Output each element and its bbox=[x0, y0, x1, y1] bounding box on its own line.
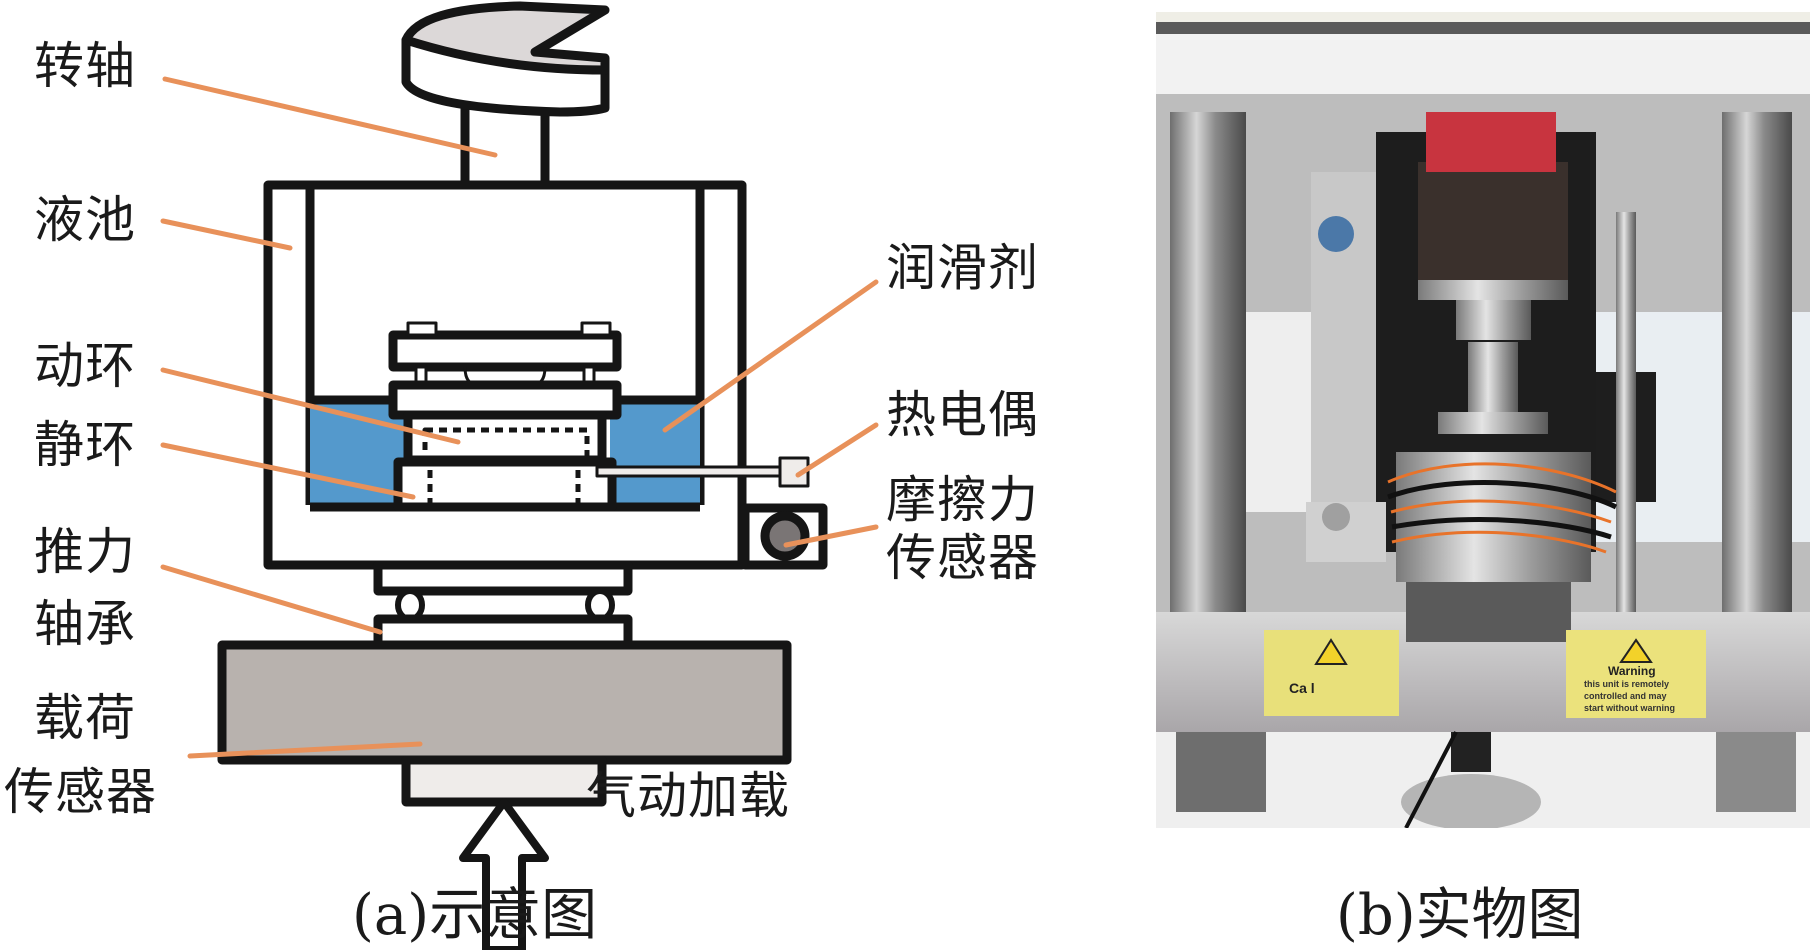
photo-sign-right-line-2: controlled and may bbox=[1584, 691, 1667, 701]
bearing-upper-race bbox=[373, 560, 633, 596]
leader-moving-ring bbox=[160, 367, 461, 445]
label-friction-sensor-1: 摩擦力 bbox=[886, 471, 1039, 529]
photo-guide-rod bbox=[1616, 212, 1636, 632]
photo-sign-right-line-3: start without warning bbox=[1584, 703, 1675, 713]
label-load-sensor-2: 传感器 bbox=[4, 763, 157, 821]
photo-top-rail bbox=[1156, 22, 1810, 34]
photo-flange bbox=[1438, 412, 1548, 434]
photo-coupling bbox=[1456, 300, 1531, 340]
label-thermocouple: 热电偶 bbox=[886, 386, 1039, 444]
schematic-diagram bbox=[160, 1, 879, 950]
photo-black-cables bbox=[1387, 480, 1618, 540]
load-plate bbox=[217, 640, 792, 765]
label-pneumatic-loading: 气动加载 bbox=[586, 767, 790, 825]
photo-thermocouple-wires bbox=[1387, 462, 1617, 554]
photo-hot-surface-icon bbox=[1314, 638, 1348, 665]
photo-sign-right-line-1: this unit is remotely bbox=[1584, 679, 1670, 689]
leader-shaft bbox=[162, 76, 498, 158]
flange-assembly bbox=[388, 321, 622, 420]
leader-lubricant bbox=[662, 279, 879, 433]
photo-pool-cylinder bbox=[1396, 452, 1591, 582]
photo-friction-sensor-knob bbox=[1322, 503, 1350, 531]
lower-flange bbox=[388, 380, 622, 420]
photo-foot-left bbox=[1176, 732, 1266, 812]
caption-panel-a: (a)示意图 bbox=[352, 883, 598, 948]
leader-static-ring bbox=[160, 442, 416, 500]
photo-warning-triangle-icon bbox=[1619, 638, 1653, 663]
photo-pillar-left bbox=[1170, 112, 1246, 632]
shaft-top-disk-face bbox=[401, 1, 610, 75]
label-static-ring: 静环 bbox=[34, 416, 136, 474]
bolt-left bbox=[406, 321, 438, 337]
thermocouple-probe bbox=[595, 465, 784, 478]
photo-load-base bbox=[1401, 774, 1541, 828]
leader-load-sensor bbox=[187, 741, 423, 759]
label-friction-sensor-2: 传感器 bbox=[886, 529, 1039, 587]
photo-pillar-right bbox=[1722, 112, 1792, 632]
label-moving-ring: 动环 bbox=[34, 337, 136, 395]
photo-foot-right bbox=[1716, 732, 1796, 812]
label-thrust-bearing-1: 推力 bbox=[34, 523, 136, 581]
test-rig-photo: Ca l Warning this unit is remotely contr… bbox=[1156, 12, 1810, 828]
thrust-bearing bbox=[373, 560, 633, 650]
photo-load-column bbox=[1451, 732, 1491, 772]
friction-sensor-core bbox=[760, 511, 810, 561]
leader-friction-sensor bbox=[783, 524, 879, 548]
photo-motor-can bbox=[1418, 162, 1568, 282]
caption-panel-b: (b)实物图 bbox=[1336, 883, 1584, 948]
leader-thermocouple bbox=[795, 422, 879, 478]
label-shaft: 转轴 bbox=[34, 37, 136, 95]
label-load-sensor-1: 载荷 bbox=[34, 689, 136, 747]
photo-room-left bbox=[1246, 312, 1316, 512]
label-thrust-bearing-2: 轴承 bbox=[34, 595, 136, 653]
photo-spindle bbox=[1468, 342, 1518, 412]
leader-thrust-bearing bbox=[160, 564, 383, 635]
photo-crossbeam bbox=[1156, 34, 1810, 94]
photo-lower-cable bbox=[1404, 731, 1458, 828]
photo-sign-right-title: Warning bbox=[1608, 664, 1656, 678]
photo-sign-left-text: Ca l bbox=[1289, 680, 1315, 696]
bolt-right bbox=[580, 321, 612, 337]
photo-red-encoder bbox=[1426, 112, 1556, 172]
leader-liquid-pool bbox=[160, 218, 293, 251]
photo-bearing-stack bbox=[1406, 582, 1571, 642]
load-sensor bbox=[401, 755, 607, 807]
photo-blue-sensor bbox=[1318, 216, 1354, 252]
pneumatic-arrow-icon bbox=[459, 798, 549, 950]
photo-top-frame bbox=[1156, 12, 1810, 22]
label-liquid-pool: 液池 bbox=[34, 191, 136, 249]
upper-flange bbox=[388, 330, 622, 372]
photo-motor-ring bbox=[1418, 280, 1568, 300]
label-lubricant: 润滑剂 bbox=[886, 239, 1039, 297]
